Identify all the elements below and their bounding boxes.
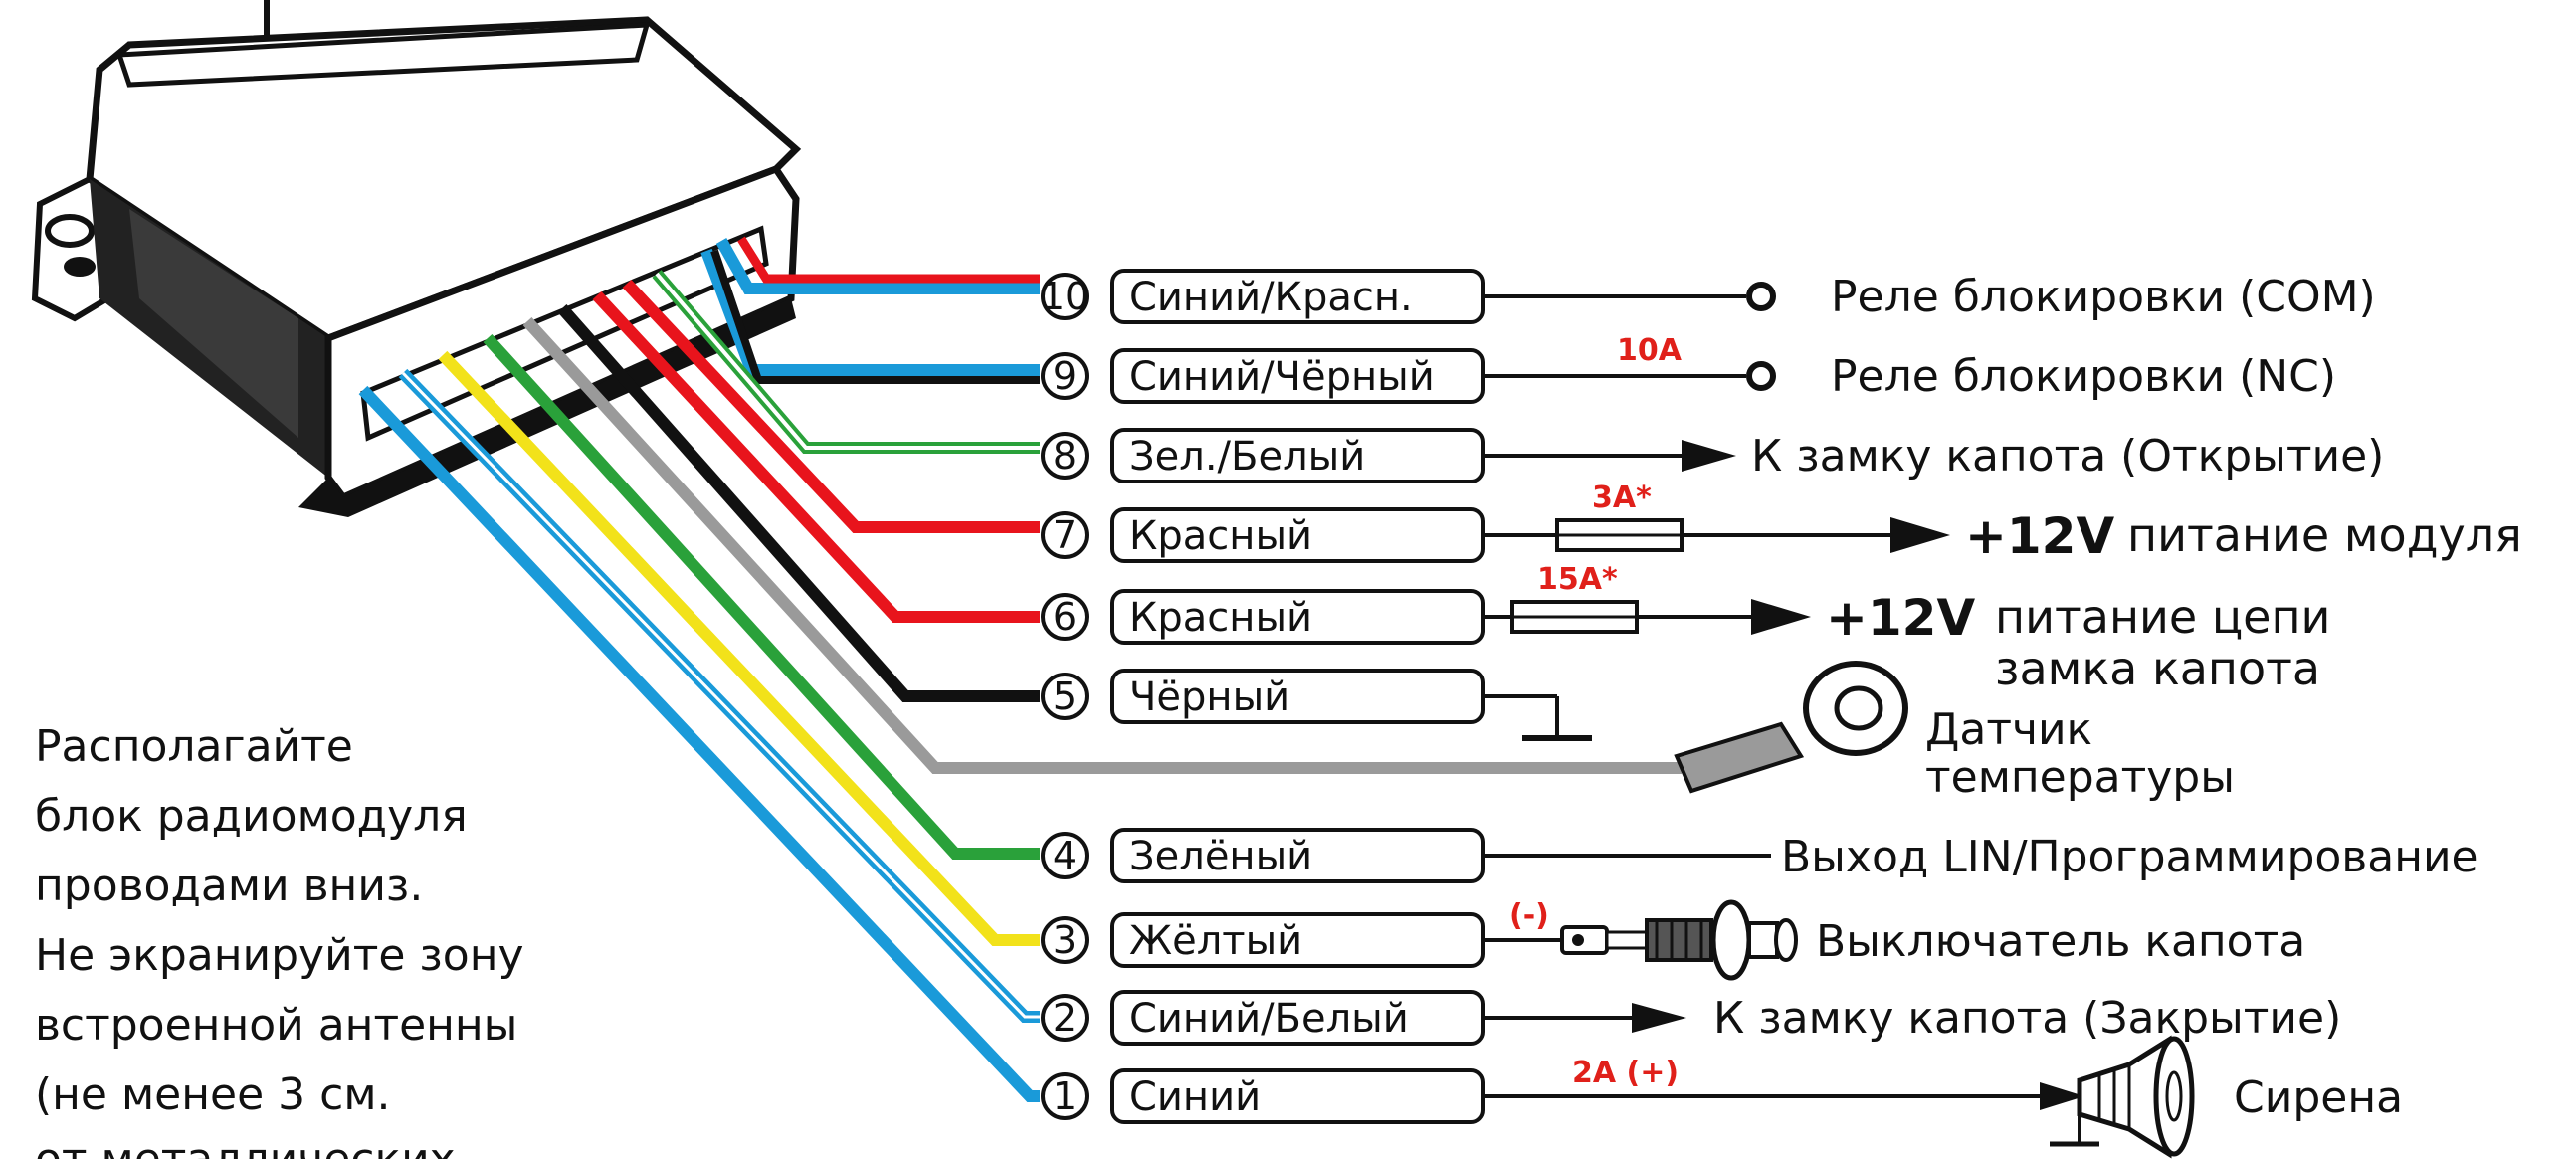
wire-10-blue	[715, 238, 1040, 294]
note-line-3: проводами вниз.	[35, 861, 423, 911]
installation-note: Располагайте блок радиомодуля проводами …	[35, 721, 524, 1159]
dest-relay-nc: Реле блокировки (NC)	[1831, 351, 2336, 402]
wire-5	[557, 304, 1040, 702]
dest-12v-module: +12V	[1965, 507, 2114, 565]
arrow-right-icon	[1632, 1003, 1686, 1033]
wire-1-name: Синий	[1129, 1074, 1261, 1120]
pin-4-number: 4	[1053, 834, 1077, 877]
dest-12v-hood: +12V	[1826, 589, 1975, 647]
pin-7-number: 7	[1053, 513, 1077, 557]
dest-module-power: питание модуля	[2127, 508, 2522, 562]
dest-hood-power-line2: замка капота	[1995, 642, 2320, 695]
pin7-fuse-label: 3A*	[1592, 481, 1652, 515]
pin6-fuse-label: 15A*	[1537, 562, 1618, 597]
pin9-current-label: 10A	[1617, 333, 1683, 368]
hood-switch-icon	[1560, 899, 1798, 981]
dest-hood-power-line1: питание цепи	[1995, 590, 2330, 644]
wire-10-name: Синий/Красн.	[1129, 275, 1413, 320]
note-line-4: Не экранируйте зону	[35, 930, 524, 981]
dest-hood-close: К замку капота (Закрытие)	[1713, 993, 2341, 1044]
dest-relay-com: Реле блокировки (COM)	[1831, 272, 2376, 322]
arrow-right-icon	[2040, 1082, 2084, 1110]
dest-hood-switch: Выключатель капота	[1816, 916, 2305, 967]
arrow-right-icon	[1751, 599, 1811, 635]
wire-temp	[522, 316, 1682, 774]
siren-icon	[2050, 1035, 2195, 1159]
wire-9-black	[710, 249, 1040, 384]
connections: Реле блокировки (COM) 10A Реле блокировк…	[1483, 272, 2522, 1159]
note-line-5: встроенной антенны	[35, 1000, 517, 1051]
arrow-right-icon	[1682, 440, 1736, 472]
dest-temp-sensor-line2: температуры	[1925, 752, 2235, 803]
wire-7-name: Красный	[1129, 513, 1312, 559]
wire-4	[483, 333, 1040, 860]
wire-1	[358, 385, 1040, 1102]
pin-8-number: 8	[1053, 434, 1077, 478]
wire-2-name: Синий/Белый	[1129, 996, 1409, 1042]
pin-6-number: 6	[1053, 595, 1077, 639]
pin-labels: 10 Синий/Красн. 9 Синий/Чёрный 8 Зел./Бе…	[1041, 269, 1485, 1124]
wire-8-white	[655, 272, 1040, 450]
pin-5-number: 5	[1053, 675, 1077, 718]
note-line-7: от металлических	[35, 1134, 456, 1159]
dest-temp-sensor-line1: Датчик	[1925, 704, 2092, 755]
wire-8-name: Зел./Белый	[1129, 434, 1365, 480]
note-line-2: блок радиомодуля	[35, 791, 468, 842]
wire-10-red	[737, 236, 1040, 284]
pin1-current-label: 2A (+)	[1572, 1056, 1679, 1090]
wire-bundle	[358, 236, 1682, 1102]
dest-lin-output: Выход LIN/Программирование	[1781, 832, 2478, 882]
pin-9-number: 9	[1053, 354, 1077, 398]
pin3-polarity-label: (-)	[1509, 898, 1549, 933]
arrow-right-icon	[1890, 517, 1950, 553]
dest-siren: Сирена	[2234, 1072, 2403, 1123]
wire-3	[438, 350, 1040, 946]
wire-4-name: Зелёный	[1129, 834, 1312, 879]
terminal-icon	[1746, 361, 1776, 391]
pin-1-number: 1	[1053, 1074, 1077, 1118]
wire-7	[622, 279, 1040, 533]
wire-5-name: Чёрный	[1129, 675, 1289, 720]
pin-3-number: 3	[1053, 918, 1077, 962]
wire-3-name: Жёлтый	[1129, 918, 1302, 964]
wire-2-white	[401, 371, 1040, 1019]
temperature-sensor-icon	[1674, 721, 1805, 794]
wire-9-name: Синий/Чёрный	[1129, 354, 1435, 400]
pin-2-number: 2	[1053, 996, 1077, 1040]
note-line-1: Располагайте	[35, 721, 353, 772]
dest-hood-open: К замку капота (Открытие)	[1751, 431, 2384, 482]
wire-6	[592, 290, 1040, 623]
wire-6-name: Красный	[1129, 595, 1312, 641]
pin-10-number: 10	[1041, 275, 1089, 318]
note-line-6: (не менее 3 см.	[35, 1069, 391, 1120]
terminal-icon	[1746, 282, 1776, 311]
